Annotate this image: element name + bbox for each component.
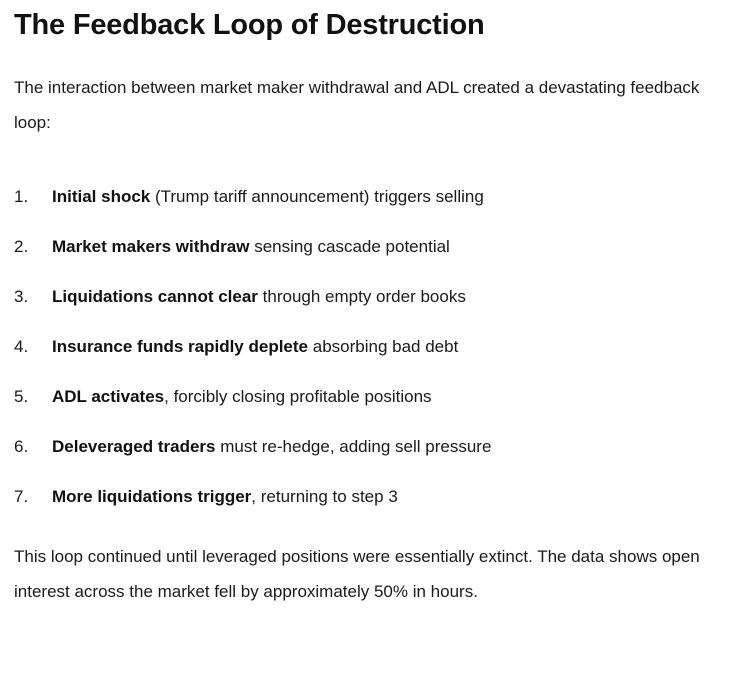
step-number: 1. <box>14 187 29 206</box>
list-item: 6. Deleveraged traders must re-hedge, ad… <box>14 434 728 459</box>
step-number: 6. <box>14 437 29 456</box>
step-number: 7. <box>14 487 29 506</box>
step-lead: Market makers withdraw <box>52 237 250 256</box>
step-lead: Initial shock <box>52 187 151 206</box>
list-item: 5. ADL activates, forcibly closing profi… <box>14 384 728 409</box>
intro-paragraph: The interaction between market maker wit… <box>14 78 700 132</box>
step-text: Market makers withdraw sensing cascade p… <box>52 234 712 259</box>
step-number: 2. <box>14 237 29 256</box>
closing-paragraph: This loop continued until leveraged posi… <box>14 547 700 601</box>
step-rest: absorbing bad debt <box>308 337 459 356</box>
step-number: 4. <box>14 337 29 356</box>
step-number: 5. <box>14 387 29 406</box>
step-rest: , returning to step 3 <box>251 487 398 506</box>
list-item: 7. More liquidations trigger, returning … <box>14 484 728 509</box>
step-text: Deleveraged traders must re-hedge, addin… <box>52 434 712 459</box>
list-item: 2. Market makers withdraw sensing cascad… <box>14 234 728 259</box>
step-text: ADL activates, forcibly closing profitab… <box>52 384 712 409</box>
list-item: 1. Initial shock (Trump tariff announcem… <box>14 184 728 209</box>
step-rest: (Trump tariff announcement) triggers sel… <box>150 187 484 206</box>
step-lead: ADL activates <box>52 387 165 406</box>
step-rest: sensing cascade potential <box>249 237 450 256</box>
step-text: Insurance funds rapidly deplete absorbin… <box>52 334 712 359</box>
step-text: Liquidations cannot clear through empty … <box>52 284 712 309</box>
step-number: 3. <box>14 287 29 306</box>
step-lead: More liquidations trigger <box>52 487 252 506</box>
step-text: Initial shock (Trump tariff announcement… <box>52 184 712 209</box>
list-item: 4. Insurance funds rapidly deplete absor… <box>14 334 728 359</box>
feedback-loop-steps: 1. Initial shock (Trump tariff announcem… <box>14 184 728 509</box>
step-lead: Insurance funds rapidly deplete <box>52 337 309 356</box>
step-rest: must re-hedge, adding sell pressure <box>215 437 492 456</box>
step-lead: Liquidations cannot clear <box>52 287 258 306</box>
step-rest: , forcibly closing profitable positions <box>164 387 432 406</box>
step-lead: Deleveraged traders <box>52 437 216 456</box>
step-text: More liquidations trigger, returning to … <box>52 484 712 509</box>
page-title: The Feedback Loop of Destruction <box>14 9 485 41</box>
document-body: The Feedback Loop of Destruction The int… <box>14 9 728 601</box>
list-item: 3. Liquidations cannot clear through emp… <box>14 284 728 309</box>
step-rest: through empty order books <box>257 287 466 306</box>
